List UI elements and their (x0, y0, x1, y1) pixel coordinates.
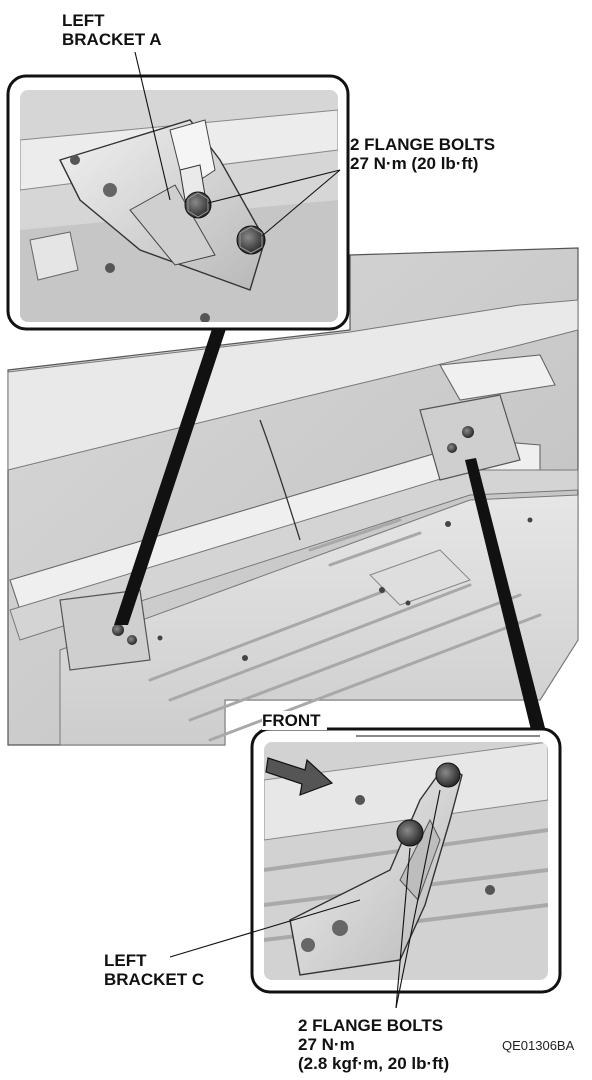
label-top-flange-bolts-line2: 27 N·m (20 lb·ft) (350, 154, 479, 173)
floor-holes (157, 517, 533, 661)
label-top-flange-bolts: 2 FLANGE BOLTS 27 N·m (20 lb·ft) (350, 135, 495, 173)
label-bottom-flange-bolts-line3: (2.8 kgf·m, 20 lb·ft) (298, 1054, 450, 1073)
figure-code: QE01306BA (502, 1038, 575, 1053)
roof-panel (7, 299, 579, 471)
label-left-bracket-c: LEFT BRACKET C (104, 951, 204, 989)
label-top-flange-bolts-line1: 2 FLANGE BOLTS (350, 135, 496, 154)
rear-grab-rail (439, 354, 556, 401)
main-bolt-left-2 (127, 635, 137, 645)
leader-top-bolt-2 (261, 169, 341, 237)
leader-bracket-c (169, 899, 361, 958)
leader-top-bolt-1 (207, 169, 341, 204)
leader-bottom-bolt-2 (395, 789, 441, 1009)
top-flange-bolt-1 (184, 191, 212, 219)
floor-panel (59, 494, 579, 746)
label-bottom-flange-bolts-line1: 2 FLANGE BOLTS (298, 1016, 444, 1035)
main-bolt-left (112, 624, 124, 636)
connector-bottom (465, 458, 545, 730)
top-flange-bolt-2 (236, 225, 266, 255)
label-left-bracket-a-line1: LEFT (62, 11, 105, 30)
leader-bracket-a (134, 51, 171, 201)
bottom-flange-bolt-1 (435, 762, 461, 788)
bottom-inset (250, 727, 562, 994)
label-left-bracket-c-line2: BRACKET C (104, 970, 205, 989)
leader-lines (134, 51, 540, 1009)
top-inset (6, 74, 350, 331)
bottom-flange-bolt-2 (396, 819, 424, 847)
label-left-bracket-a-line2: BRACKET A (62, 30, 162, 49)
main-bolt-right (462, 426, 474, 438)
main-bolt-right-2 (447, 443, 457, 453)
wire-harness (259, 419, 301, 541)
connector-top (114, 329, 226, 625)
label-left-bracket-a: LEFT BRACKET A (62, 11, 161, 49)
left-bracket-area (59, 589, 151, 671)
label-front: FRONT (262, 711, 327, 730)
label-left-bracket-c-line1: LEFT (104, 951, 147, 970)
leader-bottom-bolt-1 (395, 847, 411, 1009)
floor-pad (369, 549, 471, 606)
front-arrow-icon (265, 757, 334, 796)
label-bottom-flange-bolts-line2: 27 N·m (298, 1035, 355, 1054)
label-bottom-flange-bolts: 2 FLANGE BOLTS 27 N·m (2.8 kgf·m, 20 lb·… (298, 1016, 449, 1073)
